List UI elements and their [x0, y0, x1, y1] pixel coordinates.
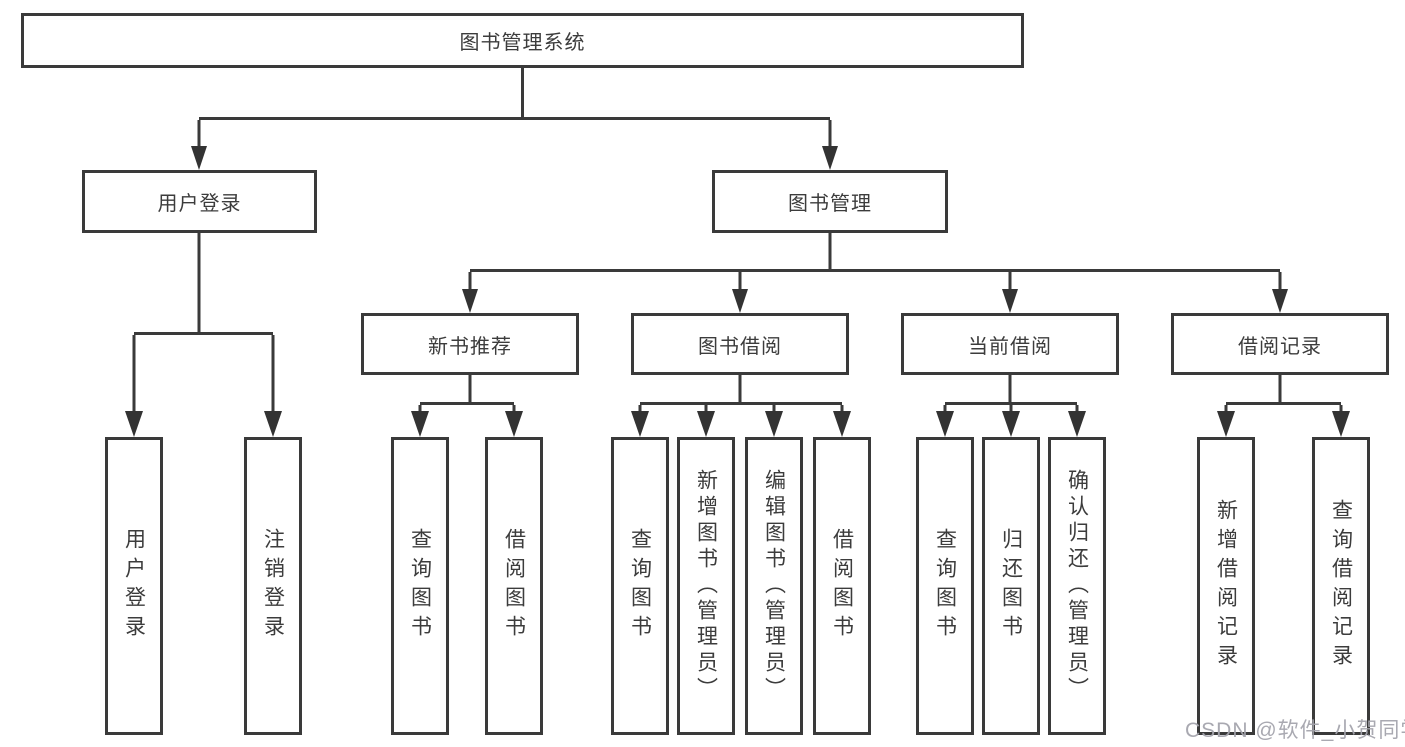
leaf-add-books-admin-label: 新增图书（管理员） [694, 469, 718, 703]
node-book-borrowing-label: 图书借阅 [698, 335, 782, 358]
leaf-borrow-books-newbooks: 借阅图书 [485, 437, 543, 735]
leaf-query-books-current-label: 查询图书 [933, 528, 957, 644]
leaf-edit-books-admin-label: 编辑图书（管理员） [762, 469, 786, 703]
leaf-confirm-return-admin-label: 确认归还（管理员） [1065, 469, 1089, 703]
leaf-add-books-admin: 新增图书（管理员） [677, 437, 735, 735]
leaf-confirm-return-admin: 确认归还（管理员） [1048, 437, 1106, 735]
leaf-return-books: 归还图书 [982, 437, 1040, 735]
node-user-login-label: 用户登录 [157, 193, 242, 215]
leaf-user-login: 用户登录 [105, 437, 163, 735]
root-node-label: 图书管理系统 [459, 32, 586, 54]
node-new-book-recommendation-label: 新书推荐 [428, 335, 512, 358]
node-book-management-label: 图书管理 [788, 193, 872, 215]
node-book-borrowing: 图书借阅 [631, 313, 849, 375]
csdn-watermark: CSDN @软件_小贺同学 [1185, 719, 1405, 742]
leaf-query-borrow-record: 查询借阅记录 [1312, 437, 1370, 735]
leaf-logout: 注销登录 [244, 437, 302, 735]
node-book-management: 图书管理 [712, 170, 948, 233]
node-current-borrowing: 当前借阅 [901, 313, 1119, 375]
leaf-user-login-label: 用户登录 [122, 528, 146, 644]
leaf-query-borrow-record-label: 查询借阅记录 [1329, 499, 1353, 673]
leaf-borrow-books-borrowing: 借阅图书 [813, 437, 871, 735]
leaf-query-books-borrowing: 查询图书 [611, 437, 669, 735]
node-new-book-recommendation: 新书推荐 [361, 313, 579, 375]
leaf-logout-label: 注销登录 [261, 528, 285, 644]
leaf-add-borrow-record: 新增借阅记录 [1197, 437, 1255, 735]
node-user-login: 用户登录 [82, 170, 317, 233]
node-borrowing-records-label: 借阅记录 [1238, 335, 1322, 358]
leaf-borrow-books-newbooks-label: 借阅图书 [502, 528, 526, 644]
leaf-query-books-current: 查询图书 [916, 437, 974, 735]
leaf-query-books-newbooks: 查询图书 [391, 437, 449, 735]
leaf-edit-books-admin: 编辑图书（管理员） [745, 437, 803, 735]
node-current-borrowing-label: 当前借阅 [968, 335, 1052, 358]
root-node-library-management-system: 图书管理系统 [21, 13, 1024, 68]
leaf-borrow-books-borrowing-label: 借阅图书 [830, 528, 854, 644]
leaf-query-books-borrowing-label: 查询图书 [628, 528, 652, 644]
node-borrowing-records: 借阅记录 [1171, 313, 1389, 375]
arrowheads [125, 146, 1350, 437]
leaf-query-books-newbooks-label: 查询图书 [408, 528, 432, 644]
leaf-return-books-label: 归还图书 [999, 528, 1023, 644]
leaf-add-borrow-record-label: 新增借阅记录 [1214, 499, 1238, 673]
